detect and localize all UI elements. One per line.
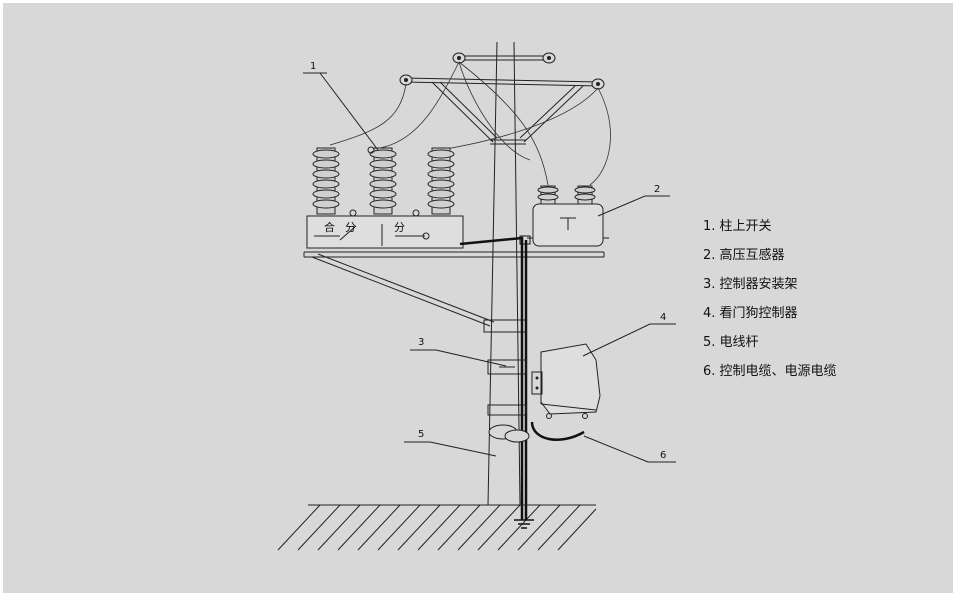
- ground-symbol: [514, 519, 534, 529]
- switch-open-label-1: 分: [345, 221, 356, 234]
- mounting-platform: [303, 251, 605, 333]
- callout-1: 1: [303, 61, 379, 151]
- controller-mounting-bracket: [487, 359, 530, 443]
- callout-3: 3: [410, 337, 507, 367]
- callout-1-number: 1: [310, 61, 316, 72]
- callout-2-number: 2: [654, 184, 660, 195]
- callout-6-number: 6: [660, 450, 666, 461]
- legend-item-cables: 6. 控制电缆、电源电缆: [703, 364, 837, 379]
- second-crossarm: [399, 74, 605, 145]
- switch-close-label: 合: [324, 220, 335, 234]
- insulator-right: [427, 147, 455, 215]
- control-cable: [459, 235, 585, 520]
- callout-2: 2: [597, 184, 670, 217]
- callout-5-number: 5: [418, 429, 424, 440]
- top-crossarm: [452, 52, 556, 64]
- callout-4: 4: [582, 312, 676, 357]
- callout-4-number: 4: [660, 312, 666, 323]
- legend: 1. 柱上开关 2. 高压互感器 3. 控制器安装架 4. 看门狗控制器 5. …: [703, 212, 903, 386]
- legend-item-pole-switch: 1. 柱上开关: [703, 219, 772, 234]
- overhead-wires: [329, 61, 611, 186]
- legend-item-controller-bracket: 3. 控制器安装架: [703, 277, 798, 292]
- insulator-middle: [369, 147, 397, 215]
- voltage-transformer: [527, 185, 609, 247]
- legend-item-utility-pole: 5. 电线杆: [703, 335, 759, 350]
- callout-3-number: 3: [418, 337, 424, 348]
- ground: [277, 504, 597, 551]
- pole-mounted-switch: 合 分 分: [306, 146, 464, 249]
- legend-item-voltage-transformer: 2. 高压互感器: [703, 248, 785, 263]
- switch-body: [306, 215, 464, 249]
- switch-open-label-2: 分: [394, 221, 405, 234]
- callout-5: 5: [404, 429, 497, 457]
- insulator-left: [312, 147, 340, 215]
- legend-item-watchdog-controller: 4. 看门狗控制器: [703, 306, 798, 321]
- utility-pole: [487, 41, 521, 506]
- diagram-panel: [3, 3, 953, 593]
- callout-6: 6: [583, 435, 676, 463]
- watchdog-controller: [531, 343, 601, 419]
